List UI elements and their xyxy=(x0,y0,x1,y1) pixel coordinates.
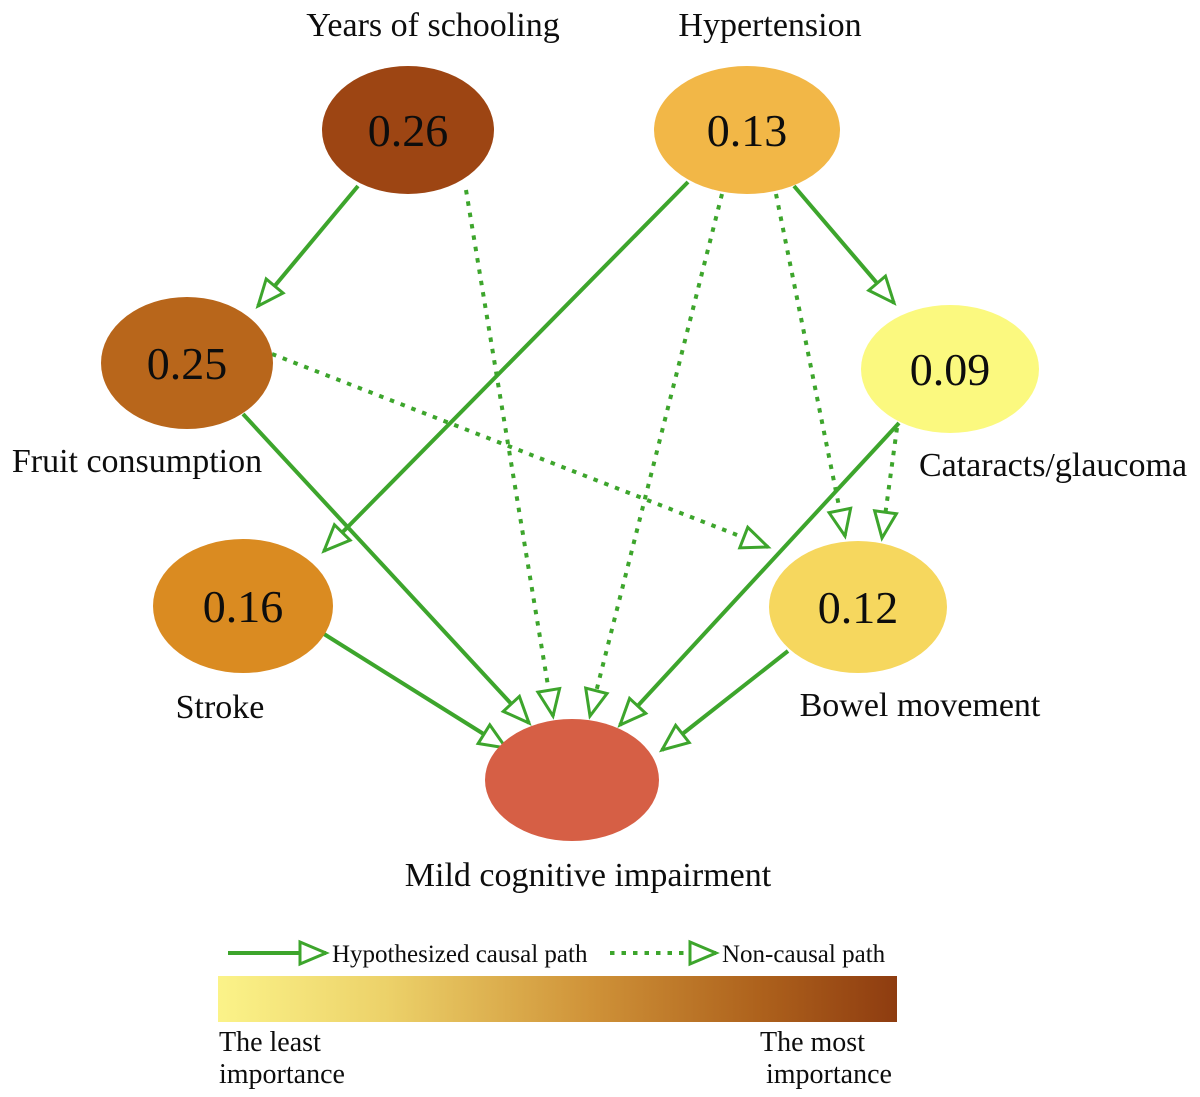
node-years-of-schooling: Years of schooling 0.26 xyxy=(306,7,560,194)
node-ellipse xyxy=(861,305,1039,433)
node-bowel-movement: 0.12 Bowel movement xyxy=(769,541,1041,724)
node-label: Hypertension xyxy=(678,7,861,44)
gradient-most-label: The most importance xyxy=(760,1027,892,1090)
edge-hypertension-to-mild-cognitive-impairment xyxy=(583,193,724,720)
node-value: 0.13 xyxy=(707,105,788,156)
node-value: 0.16 xyxy=(203,581,284,632)
importance-gradient-bar xyxy=(218,976,897,1022)
node-value: 0.26 xyxy=(368,105,449,156)
node-ellipse xyxy=(769,541,947,673)
legend-non-causal-label: Non-causal path xyxy=(722,941,886,968)
edge-hypertension-to-bowel-movement xyxy=(774,193,853,540)
node-ellipse xyxy=(654,66,840,194)
node-label: Bowel movement xyxy=(800,687,1041,724)
node-label: Years of schooling xyxy=(306,7,559,44)
node-label: Cataracts/glaucoma xyxy=(919,447,1187,484)
least-importance-line1: The least xyxy=(219,1027,321,1058)
most-importance-line1: The most xyxy=(760,1027,865,1058)
most-importance-line2: importance xyxy=(766,1059,892,1090)
node-stroke: 0.16 Stroke xyxy=(153,539,333,726)
node-fruit-consumption: 0.25 Fruit consumption xyxy=(12,297,273,480)
node-label: Fruit consumption xyxy=(12,443,262,480)
node-hypertension: Hypertension 0.13 xyxy=(654,7,862,194)
legend: Hypothesized causal path Non-causal path… xyxy=(218,939,897,1090)
legend-causal-label: Hypothesized causal path xyxy=(332,941,588,968)
gradient-least-label: The least importance xyxy=(219,1027,345,1090)
edge-cataracts-glaucoma-to-bowel-movement xyxy=(872,427,899,542)
edge-fruit-consumption-to-bowel-movement xyxy=(271,352,772,550)
node-ellipse xyxy=(322,66,494,194)
edge-bowel-movement-to-mild-cognitive-impairment xyxy=(658,649,790,753)
node-mild-cognitive-impairment: Mild cognitive impairment xyxy=(405,719,772,894)
edges-layer xyxy=(241,180,901,753)
node-value: 0.25 xyxy=(147,338,228,389)
edge-hypertension-to-cataracts-glaucoma xyxy=(792,184,897,306)
node-ellipse xyxy=(101,297,273,429)
node-label: Mild cognitive impairment xyxy=(405,857,772,894)
node-value: 0.12 xyxy=(818,582,899,633)
edge-years-of-schooling-to-mild-cognitive-impairment xyxy=(464,189,562,720)
edge-cataracts-glaucoma-to-mild-cognitive-impairment xyxy=(617,421,901,728)
least-importance-line2: importance xyxy=(219,1059,345,1090)
edge-years-of-schooling-to-fruit-consumption xyxy=(255,184,360,309)
node-ellipse xyxy=(153,539,333,673)
node-value: 0.09 xyxy=(910,344,991,395)
edge-fruit-consumption-to-mild-cognitive-impairment xyxy=(241,412,532,726)
node-cataracts-glaucoma: 0.09 Cataracts/glaucoma xyxy=(861,305,1187,484)
edge-stroke-to-mild-cognitive-impairment xyxy=(322,632,510,751)
node-ellipse xyxy=(485,719,659,841)
node-label: Stroke xyxy=(176,689,265,726)
edge-hypertension-to-stroke xyxy=(321,180,690,554)
